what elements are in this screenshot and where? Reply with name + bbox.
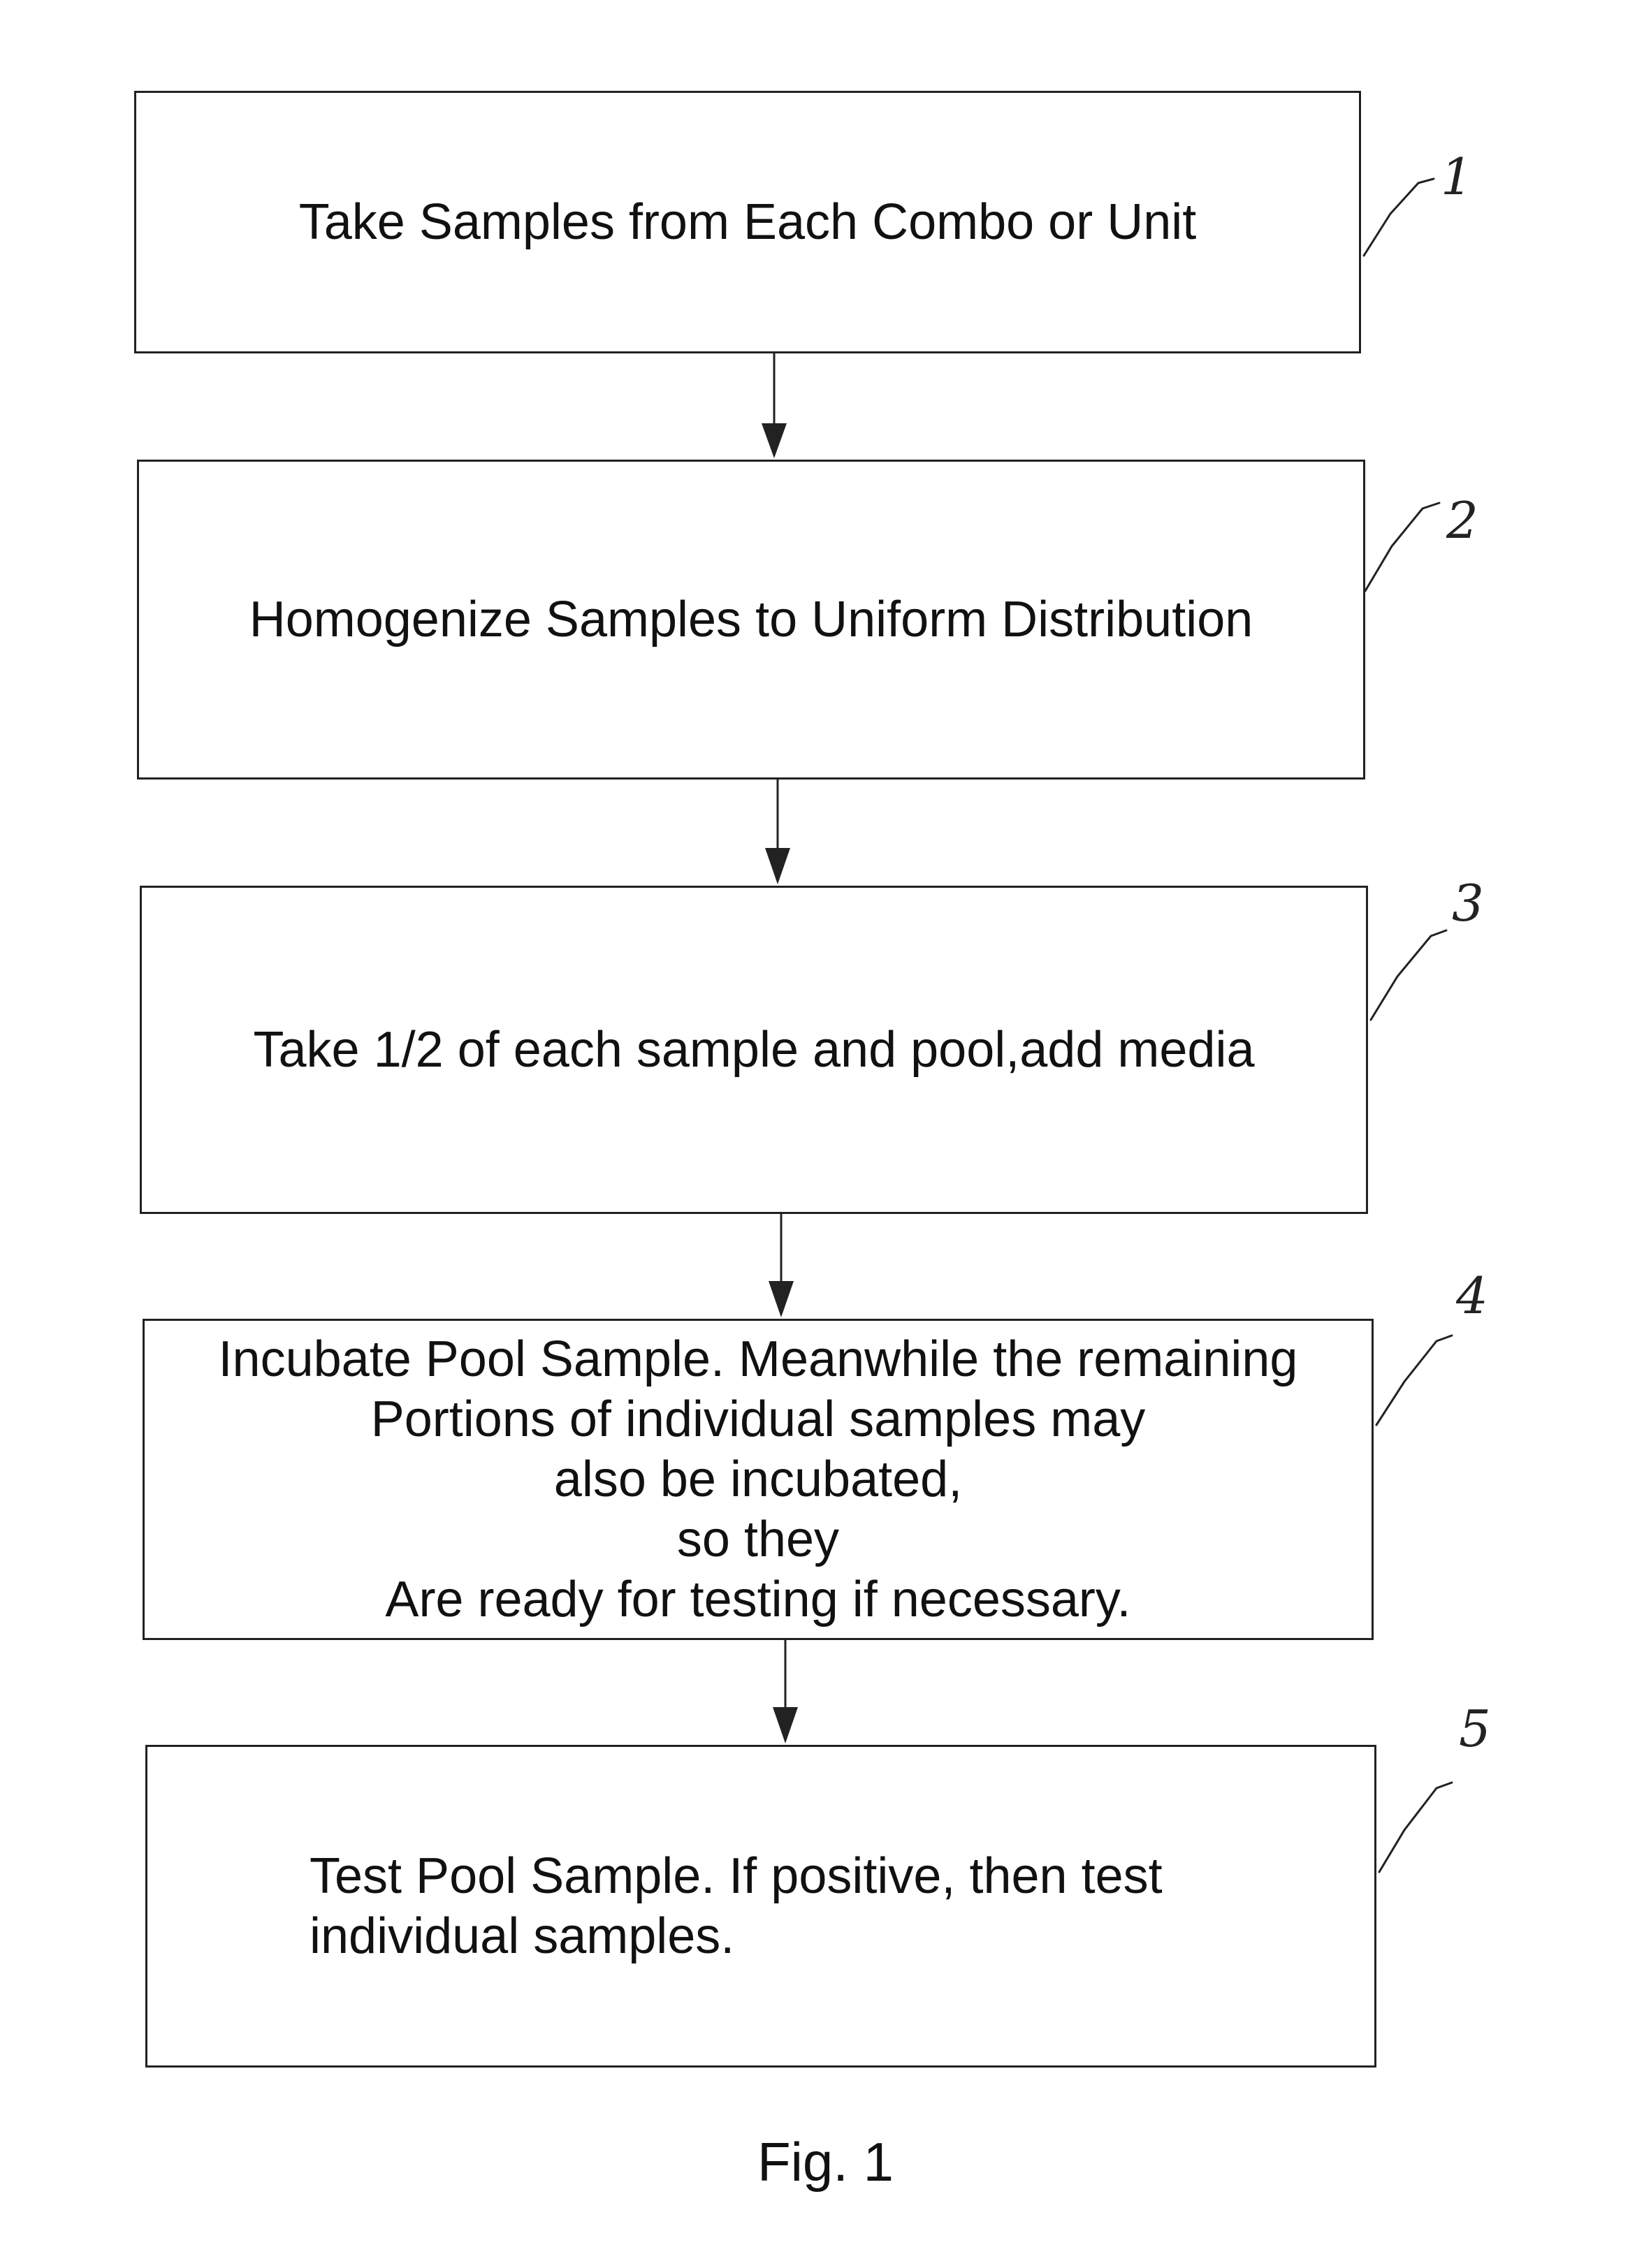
figure-caption: Fig. 1 — [0, 2130, 1651, 2194]
leader-line-1 — [1364, 179, 1434, 256]
arrow-step1-to-step2 — [762, 353, 787, 458]
ref-numeral-1: 1 — [1441, 147, 1473, 206]
leader-line-3 — [1371, 930, 1446, 1020]
ref-numeral-3: 3 — [1452, 874, 1484, 932]
leader-line-2 — [1365, 503, 1439, 591]
leader-line-5 — [1379, 1783, 1452, 1872]
ref-numeral-5: 5 — [1459, 1699, 1491, 1758]
ref-numeral-2: 2 — [1446, 491, 1478, 550]
ref-numeral-4: 4 — [1455, 1266, 1488, 1325]
arrow-step3-to-step4 — [769, 1214, 794, 1317]
arrow-step2-to-step3 — [765, 780, 790, 884]
leader-line-4 — [1376, 1336, 1452, 1425]
arrow-step4-to-step5 — [773, 1640, 798, 1743]
